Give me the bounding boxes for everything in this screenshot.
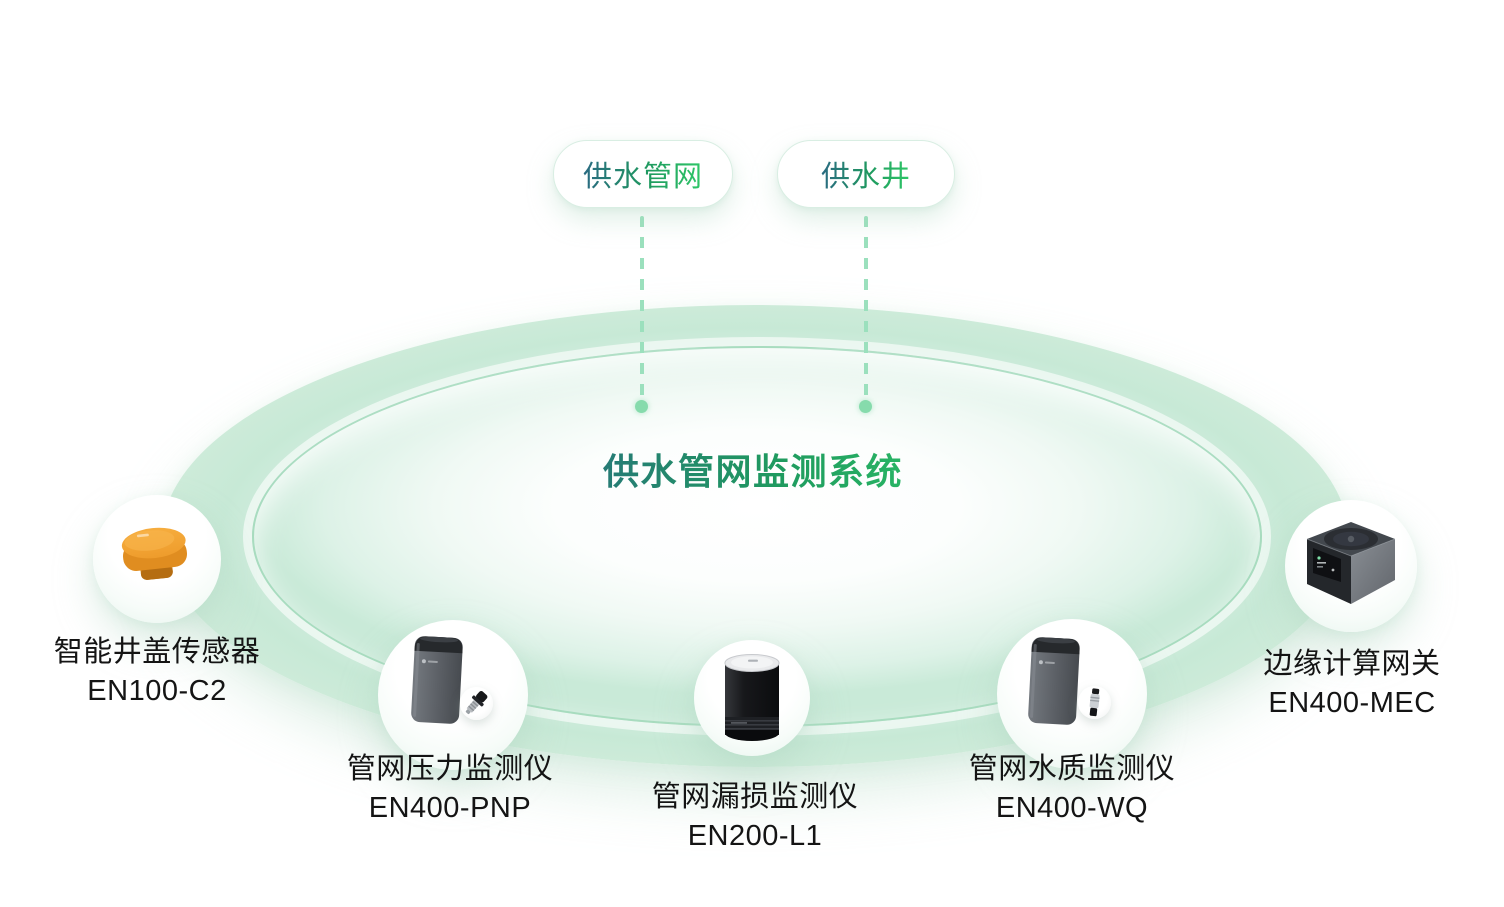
- device-model: EN200-L1: [687, 820, 823, 852]
- pressure-probe-bubble: [460, 687, 493, 720]
- connector-water-well: [859, 216, 872, 413]
- water-quality-monitor-icon: [1028, 637, 1080, 725]
- dashed-line: [640, 216, 644, 398]
- leakage-monitor-icon: [724, 654, 780, 741]
- device-bubble: [666, 605, 838, 801]
- device-bubble: [62, 456, 252, 672]
- device-name: 管网漏损监测仪: [651, 781, 859, 813]
- dashed-line: [864, 216, 868, 398]
- device-model: EN100-C2: [87, 675, 227, 707]
- device-model: EN400-PNP: [368, 792, 532, 824]
- device-bubble: [342, 575, 564, 827]
- diagram-title: 供水管网监测系统: [503, 443, 1003, 495]
- water-probe-icon: [1089, 688, 1100, 717]
- tag-label: 供水井: [821, 153, 911, 195]
- device-name: 边缘计算网关: [1263, 648, 1441, 680]
- device-bubble: [1253, 460, 1449, 683]
- device-model: EN400-WQ: [995, 792, 1149, 824]
- pressure-probe-icon: [465, 691, 488, 715]
- device-name: 管网水质监测仪: [968, 753, 1176, 785]
- device-name: 智能井盖传感器: [53, 636, 261, 668]
- connector-dot: [635, 400, 648, 413]
- tag-water-supply-well[interactable]: 供水井: [777, 140, 955, 208]
- tag-water-supply-network[interactable]: 供水管网: [553, 140, 733, 208]
- edge-gateway-icon: [1306, 522, 1396, 604]
- tag-label: 供水管网: [583, 153, 703, 195]
- device-name: 管网压力监测仪: [346, 753, 554, 785]
- connector-water-network: [635, 216, 648, 413]
- device-model: EN400-MEC: [1268, 687, 1436, 719]
- pressure-monitor-icon: [411, 636, 463, 724]
- device-bubble: [961, 574, 1183, 826]
- water-probe-bubble: [1078, 686, 1111, 719]
- manhole-cover-sensor-icon: [121, 527, 188, 580]
- connector-dot: [859, 400, 872, 413]
